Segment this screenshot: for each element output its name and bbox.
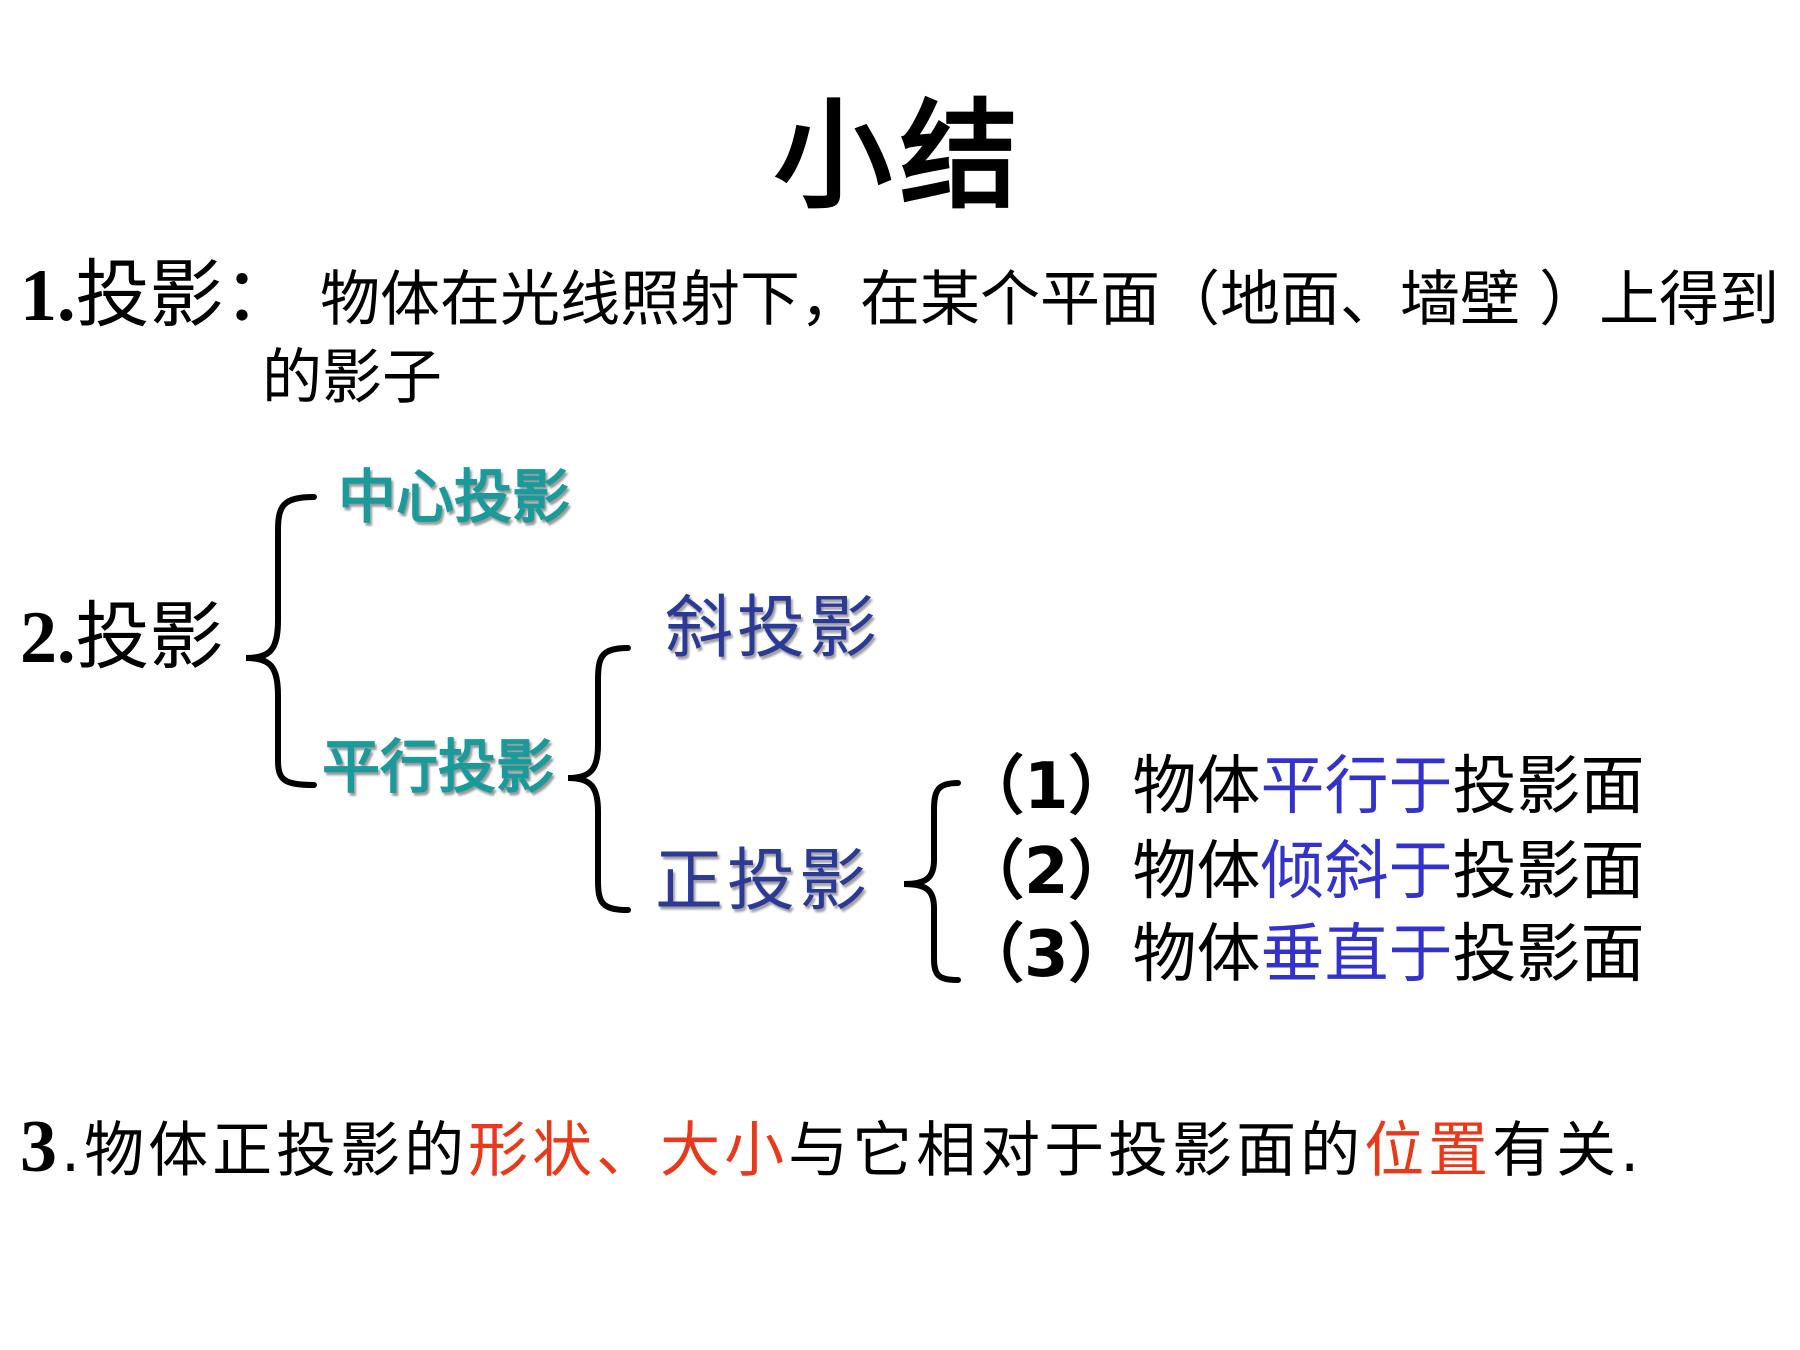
case-pre: 物体: [1132, 835, 1261, 909]
parallel-projection: 平行投影: [322, 733, 555, 801]
brace-projection: [245, 494, 317, 788]
section1-definition-line2: 的影子: [262, 343, 442, 413]
case-post: 投影面: [1452, 835, 1645, 909]
section3-red-position: 位置: [1364, 1116, 1493, 1186]
section1-number: 1.: [20, 255, 76, 337]
case-pre: 物体: [1132, 750, 1261, 824]
oblique-projection: 斜投影: [665, 589, 882, 668]
section1-heading: 1.投影：: [20, 258, 298, 333]
brace-orthographic: [903, 780, 961, 983]
case-highlight: 垂直于: [1260, 918, 1453, 992]
case-post: 投影面: [1452, 918, 1645, 992]
section1-definition-line1: 物体在光线照射下，在某个平面（地面、墙壁 ）上得到: [320, 265, 1780, 335]
section3-red-shape-size: 形状、大小: [468, 1116, 789, 1186]
case-parallel: （1）物体平行于投影面: [960, 755, 1645, 819]
section1-label: 投影：: [75, 252, 298, 338]
section2-label: 投影: [75, 594, 224, 680]
section3-part3: 有关.: [1492, 1116, 1644, 1186]
case-number: （1）: [960, 750, 1133, 824]
case-number: （3）: [960, 918, 1133, 992]
section2-heading: 2.投影: [20, 600, 224, 675]
section3-dot: .: [61, 1116, 85, 1186]
section3-part1: 物体正投影的: [84, 1116, 469, 1186]
case-post: 投影面: [1452, 750, 1645, 824]
case-highlight: 平行于: [1260, 750, 1453, 824]
central-projection: 中心投影: [338, 463, 571, 531]
case-number: （2）: [960, 835, 1133, 909]
case-pre: 物体: [1132, 918, 1261, 992]
section3-number: 3: [20, 1106, 61, 1188]
slide-title: 小结: [773, 87, 1026, 225]
brace-parallel: [567, 645, 631, 913]
case-highlight: 倾斜于: [1260, 835, 1453, 909]
section3-statement: 3.物体正投影的形状、大小与它相对于投影面的位置有关.: [20, 1110, 1643, 1184]
case-perpendicular: （3）物体垂直于投影面: [960, 923, 1645, 987]
case-inclined: （2）物体倾斜于投影面: [960, 840, 1645, 904]
orthographic-projection: 正投影: [655, 842, 872, 921]
section3-part2: 与它相对于投影面的: [788, 1116, 1365, 1186]
section2-number: 2.: [20, 597, 76, 679]
